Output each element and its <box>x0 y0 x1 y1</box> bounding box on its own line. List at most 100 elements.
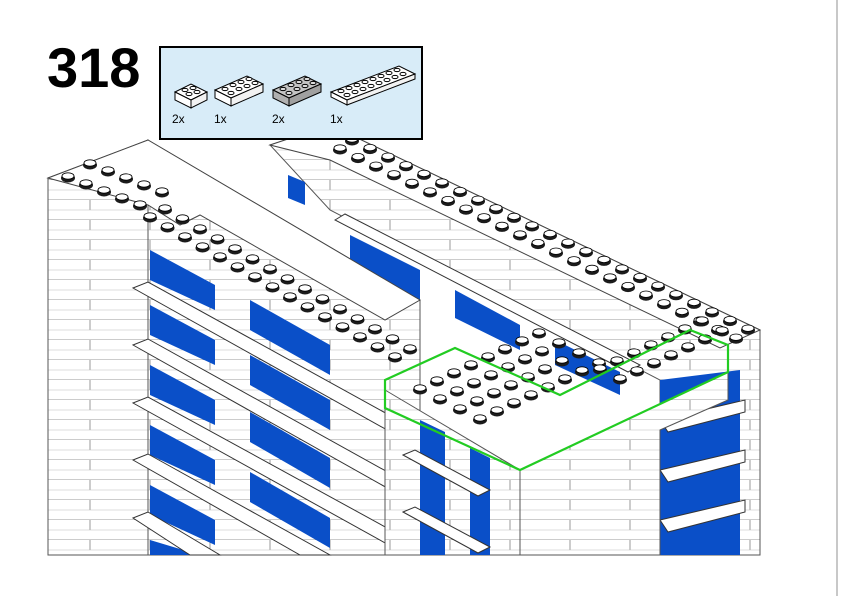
stud <box>175 214 190 225</box>
stud <box>247 272 263 283</box>
stud <box>488 204 504 215</box>
stud <box>210 234 225 245</box>
stud <box>523 390 539 401</box>
stud <box>100 166 116 177</box>
stud <box>602 273 618 284</box>
stud <box>584 264 600 276</box>
stud <box>551 338 567 349</box>
stud <box>503 380 519 391</box>
stud <box>740 324 756 336</box>
stud <box>282 292 298 303</box>
highlight-outline <box>383 328 730 472</box>
stud <box>629 366 645 377</box>
stud <box>386 170 402 181</box>
stud <box>530 239 546 250</box>
stud <box>385 334 400 345</box>
stud <box>476 213 492 224</box>
stud <box>514 336 530 347</box>
stud <box>230 262 245 273</box>
stud <box>571 348 587 359</box>
parts-list-box: 2x 1x 2x <box>159 46 423 140</box>
stud <box>367 324 383 335</box>
stud <box>449 386 465 397</box>
stud <box>466 378 482 389</box>
part-qty-1: 2x <box>172 112 185 126</box>
stud <box>612 374 628 385</box>
stud <box>650 281 666 293</box>
stud <box>470 195 486 207</box>
stud <box>722 315 738 327</box>
stud <box>557 374 573 385</box>
stud <box>566 256 582 267</box>
stud <box>315 294 330 305</box>
stud <box>714 326 730 337</box>
stud <box>432 394 448 405</box>
stud <box>352 332 368 343</box>
stud <box>387 352 403 363</box>
stud <box>548 247 564 259</box>
stud <box>486 388 502 399</box>
stud <box>132 200 148 211</box>
stud <box>728 333 744 345</box>
stud <box>412 384 428 395</box>
stud <box>160 222 175 233</box>
stud <box>614 264 630 275</box>
stud <box>537 364 553 375</box>
page-edge-line <box>836 0 838 596</box>
stud <box>686 298 702 310</box>
stud <box>596 255 612 267</box>
stud <box>524 221 540 232</box>
stud <box>82 159 98 170</box>
stud <box>154 187 170 198</box>
brick-2x2-icon <box>173 83 209 109</box>
stud <box>78 179 94 190</box>
left-windows <box>150 250 330 555</box>
stud <box>574 366 590 377</box>
stud <box>362 144 378 155</box>
stud <box>506 398 522 409</box>
stud <box>531 328 547 339</box>
stud <box>469 396 485 407</box>
stud <box>422 187 438 198</box>
part-qty-2: 1x <box>214 112 227 126</box>
stud <box>297 284 313 295</box>
stud <box>578 247 594 258</box>
stud <box>542 230 558 241</box>
step-number: 318 <box>47 36 141 99</box>
stud <box>554 356 570 367</box>
stud <box>534 346 550 357</box>
stud <box>350 314 365 325</box>
stud <box>680 342 696 353</box>
stud <box>416 169 432 181</box>
stud <box>157 204 173 215</box>
back-floor-ledges <box>333 213 746 533</box>
stud <box>398 161 414 172</box>
stud <box>663 350 679 361</box>
stud <box>380 152 396 164</box>
stud <box>638 290 654 302</box>
left-floor-ledges <box>131 281 422 556</box>
stud <box>350 153 366 164</box>
stud <box>335 322 350 333</box>
center-floor-ledges <box>401 449 492 554</box>
stud <box>656 299 672 310</box>
stud <box>440 196 456 207</box>
brick-2x4-gray-icon <box>271 75 323 107</box>
stud <box>96 186 112 197</box>
stud <box>512 230 528 241</box>
stud <box>517 354 533 365</box>
stud <box>368 161 384 173</box>
stud <box>317 312 333 323</box>
stud <box>280 274 295 285</box>
left-wing-wall <box>47 139 149 556</box>
stud <box>452 187 468 198</box>
stud <box>694 316 710 327</box>
stud <box>646 358 662 369</box>
stud <box>458 204 474 216</box>
brick-2x4-icon <box>213 75 265 107</box>
stud <box>177 232 193 243</box>
stud <box>245 254 260 265</box>
stud <box>332 304 348 315</box>
stud <box>136 180 152 191</box>
